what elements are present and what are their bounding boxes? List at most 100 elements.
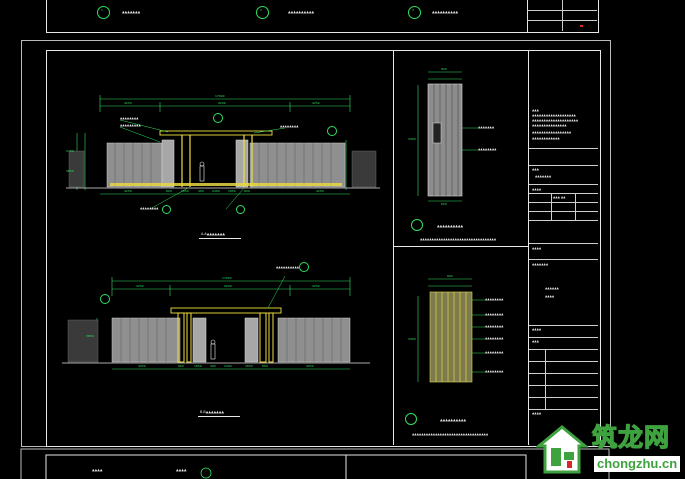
left-divider	[393, 50, 394, 445]
elev2-dim-top-mid: 9200	[224, 284, 232, 288]
note-line: ▲▲▲▲▲▲▲▲▲▲▲▲▲▲▲▲▲▲▲	[532, 113, 576, 117]
tb-line	[529, 325, 598, 326]
watermark-logo	[536, 424, 588, 476]
sheet-number-1: 1	[101, 8, 103, 12]
elev1-callout-marker-4	[236, 205, 245, 214]
elev2-overall-dim: 17600	[222, 276, 232, 280]
elev1-dim-bottom: 800	[244, 189, 250, 193]
note-line: ▲▲▲▲▲▲▲▲▲▲▲▲	[532, 136, 560, 140]
main-sheet-inner	[46, 50, 601, 447]
elev2-dim-bottom: 2400	[224, 364, 232, 368]
tb-line	[529, 243, 598, 244]
elev1-dim-top-right: 4250	[312, 101, 320, 105]
tb-row: ▲▲▲▲	[532, 187, 542, 191]
tb-line	[529, 184, 598, 185]
elev2-callout-marker	[299, 262, 309, 272]
watermark: 筑龙网 chongzhu.cn	[530, 420, 685, 479]
sheet-marker-1	[97, 6, 110, 19]
elev1-dim-top-left: 4250	[124, 101, 132, 105]
sheet-number-2: 2	[260, 8, 262, 12]
tb-line	[529, 220, 598, 221]
elev2-callout-marker-2	[100, 294, 110, 304]
elev1-dim-bottom: 4250	[316, 189, 324, 193]
tb-row: ▲▲▲	[532, 167, 539, 171]
red-mark	[580, 25, 583, 27]
detail2-leader-2: ▲▲▲▲▲▲▲▲	[485, 312, 504, 316]
tb-line	[529, 349, 598, 350]
detail2-title: ▲▲▲▲▲▲▲▲▲▲	[440, 418, 467, 422]
note-line: ▲▲▲▲▲▲▲▲▲▲▲▲▲▲▲	[532, 123, 567, 127]
elev2-dim-bottom: 4250	[138, 364, 146, 368]
tb-row: ▲▲▲ ▲▲	[553, 195, 566, 199]
top-label-3: ▲▲▲▲▲▲▲▲▲▲	[432, 10, 459, 14]
detail1-leader-2: ▲▲▲▲▲▲▲▲	[478, 147, 497, 151]
house-logo-icon	[536, 425, 588, 474]
middle-divider	[393, 246, 528, 247]
elev1-callout-marker-2	[327, 126, 337, 136]
elev1-dim-bottom: 2400	[212, 189, 220, 193]
title-block: ▲▲▲ ▲▲▲▲▲▲▲▲▲▲▲▲▲▲▲▲▲▲▲ ▲▲▲▲▲▲▲▲▲▲▲▲▲▲▲▲…	[529, 51, 598, 444]
detail1-dim-side: 3400	[408, 137, 416, 141]
elev2-dim-top-right: 4250	[312, 284, 320, 288]
elev2-dim-top-left: 4250	[136, 284, 144, 288]
elev1-title: A-A▲▲▲▲▲▲▲	[201, 232, 225, 236]
tb-line	[529, 211, 598, 212]
tb-row: ▲▲▲	[532, 339, 539, 343]
tb-row: ▲▲▲▲▲▲▲	[535, 174, 552, 178]
elev1-overall-dim: 17600	[215, 94, 225, 98]
note-line: ▲▲▲▲▲▲▲▲▲▲▲▲▲▲▲▲▲▲▲▲	[532, 118, 579, 122]
bottom-strip-graphic	[20, 448, 610, 479]
detail1-dim-top: 800	[441, 67, 447, 71]
elev1-dim-side-2: 3850	[66, 169, 74, 173]
detail2-leader-1: ▲▲▲▲▲▲▲▲	[485, 297, 504, 301]
detail2-leader-3: ▲▲▲▲▲▲▲▲	[485, 324, 504, 328]
sheet-number-3: 3	[412, 8, 414, 12]
detail1-leader-1: ▲▲▲▲▲▲▲	[478, 125, 495, 129]
elev1-callout-marker-3	[162, 205, 171, 214]
elev1-leader-3: ▲▲▲▲▲▲▲▲	[280, 124, 299, 128]
detail-1-graphic	[417, 71, 478, 202]
bottom-label-2: ▲▲▲▲	[176, 468, 187, 472]
watermark-chinese: 筑龙网	[591, 423, 671, 452]
elev1-dim-bottom: 1850	[228, 189, 236, 193]
tb-line	[529, 193, 598, 194]
tb-vline	[551, 193, 552, 220]
elev2-dim-bottom: 1850	[194, 364, 202, 368]
tb-line	[529, 385, 598, 386]
elev1-dim-top-mid: 9200	[218, 101, 226, 105]
watermark-url: chongzhu.cn	[594, 456, 681, 472]
detail2-marker	[405, 413, 417, 425]
elev1-callout-marker	[213, 113, 223, 123]
sheet-marker-2	[256, 6, 269, 19]
tb-line	[529, 361, 598, 362]
elev1-title-underline	[199, 238, 241, 239]
note-line: ▲▲▲▲▲▲▲▲▲▲▲▲▲▲▲▲▲	[532, 130, 572, 134]
bottom-label-1: ▲▲▲▲	[92, 468, 103, 472]
elev2-title-underline	[198, 416, 240, 417]
tb-row: ▲▲▲▲▲▲	[545, 286, 559, 290]
detail2-dim-top: 800	[447, 274, 453, 278]
tb-vline	[545, 349, 546, 409]
elev2-dim-bottom: 800	[262, 364, 268, 368]
tb-row: ▲▲▲▲	[532, 411, 542, 415]
top-title-divider-v	[562, 0, 563, 31]
detail2-caption: ▲▲▲▲▲▲▲▲▲▲▲▲▲▲▲▲▲▲▲▲▲▲▲▲▲▲▲▲▲▲▲▲▲	[412, 432, 489, 436]
tb-line	[529, 337, 598, 338]
tb-line	[529, 165, 598, 166]
elev2-dim-bottom: 400	[210, 364, 216, 368]
elevation-2-graphic	[62, 275, 370, 370]
elev2-leader: ▲▲▲▲▲▲▲▲▲▲	[276, 265, 300, 269]
detail2-leader-6: ▲▲▲▲▲▲▲▲	[485, 369, 504, 373]
elev1-leader-4: ▲▲▲▲▲▲▲▲	[140, 206, 159, 210]
tb-row: ▲▲▲▲	[532, 327, 542, 331]
elev2-dim-bottom: 800	[178, 364, 184, 368]
elev1-dim-bottom: 4250	[124, 189, 132, 193]
tb-row: ▲▲▲▲	[545, 294, 555, 298]
tb-line	[529, 202, 598, 203]
tb-line	[529, 259, 598, 260]
detail1-dim-bottom: 650	[441, 202, 447, 206]
elev2-title: B-B▲▲▲▲▲▲▲	[200, 410, 225, 414]
detail2-leader-5: ▲▲▲▲▲▲▲▲	[485, 350, 504, 354]
elev1-dim-side-1: 2700	[66, 149, 74, 153]
tb-row: ▲▲▲▲	[532, 246, 542, 250]
